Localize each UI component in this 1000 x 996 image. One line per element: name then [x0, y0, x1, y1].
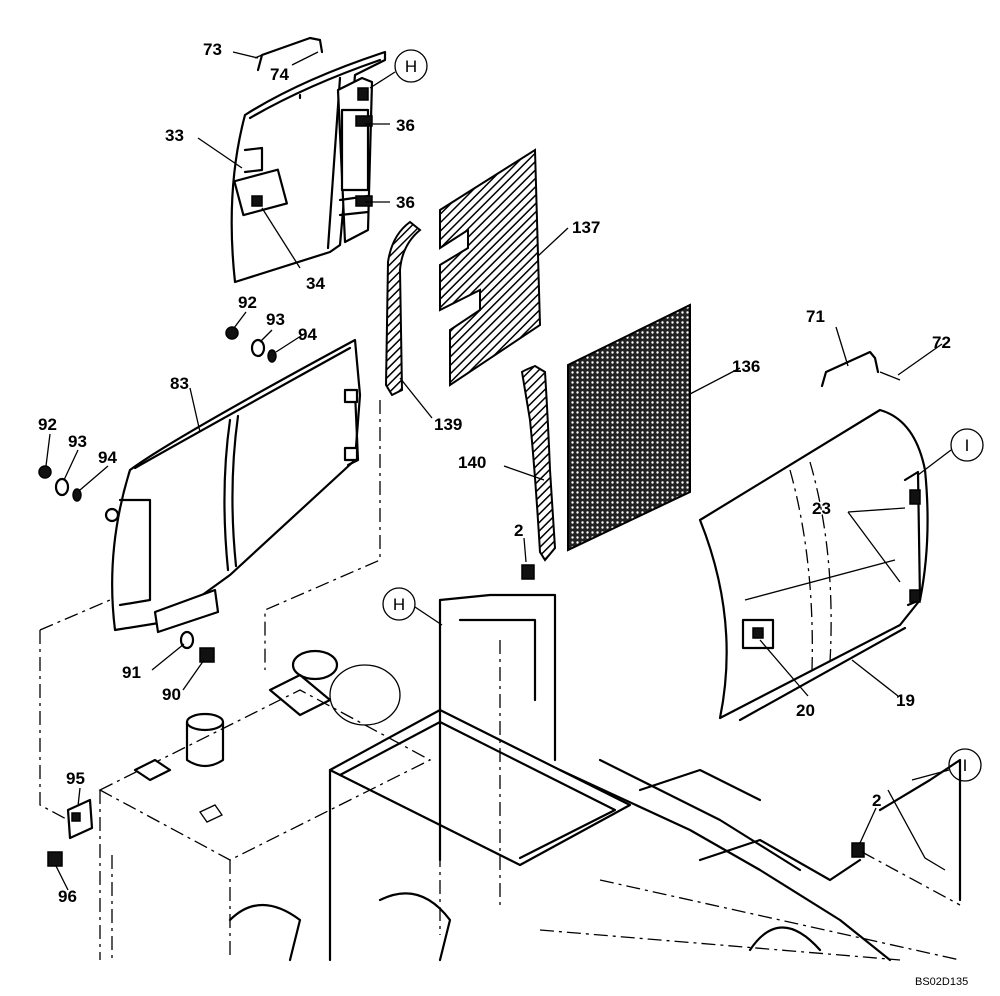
chain-lines: [39, 400, 961, 960]
handle-71: [820, 350, 901, 388]
seal-139: [384, 220, 422, 397]
cover-19: [698, 408, 929, 722]
part-20-label: 20: [796, 701, 815, 720]
ref-h-mid: H: [382, 587, 443, 626]
ref-i-low: I: [911, 748, 982, 782]
part-91-label: 91: [122, 663, 141, 682]
part-96-label: 96: [58, 887, 77, 906]
part-93-lower-label: 93: [68, 432, 87, 451]
leader-lines: [45, 51, 943, 891]
part-73-label: 73: [203, 40, 222, 59]
part-36-lower-label: 36: [396, 193, 415, 212]
part-137-label: 137: [572, 218, 600, 237]
bolts: [38, 326, 865, 867]
part-74-label: 74: [270, 65, 289, 84]
part-92-lower-label: 92: [38, 415, 57, 434]
part-33-label: 33: [165, 126, 184, 145]
cover-83: [104, 338, 362, 634]
part-92-upper-label: 92: [238, 293, 257, 312]
part-2-upper-label: 2: [514, 521, 523, 540]
part-93-upper-label: 93: [266, 310, 285, 329]
part-34-label: 34: [306, 274, 325, 293]
part-36-upper-label: 36: [396, 116, 415, 135]
machine-frame: [98, 593, 962, 962]
part-139-label: 139: [434, 415, 462, 434]
part-23-label: 23: [812, 499, 831, 518]
ref-h-top-label: H: [405, 57, 417, 76]
ref-i-low-label: I: [963, 756, 968, 775]
part-140-label: 140: [458, 453, 486, 472]
part-19-label: 19: [896, 691, 915, 710]
part-83-label: 83: [170, 374, 189, 393]
ref-i-right-label: I: [965, 436, 970, 455]
part-72-label: 72: [932, 333, 951, 352]
part-94-upper-label: 94: [298, 325, 317, 344]
part-labels: 73 74 33 36 36 34 137 139 136 140 92 93 …: [38, 40, 951, 906]
part-2-lower-label: 2: [872, 791, 881, 810]
ref-i-right: I: [917, 428, 984, 476]
part-136-label: 136: [732, 357, 760, 376]
bracket-36: [336, 76, 374, 244]
ref-h-mid-label: H: [393, 595, 405, 614]
ref-h-top: H: [369, 49, 428, 89]
part-94-lower-label: 94: [98, 448, 117, 467]
part-71-label: 71: [806, 307, 825, 326]
filter-136: [567, 303, 691, 552]
part-90-label: 90: [162, 685, 181, 704]
figure-code: BS02D135: [915, 976, 968, 988]
part-95-label: 95: [66, 769, 85, 788]
filter-137: [439, 148, 542, 387]
seal-140: [520, 364, 557, 562]
